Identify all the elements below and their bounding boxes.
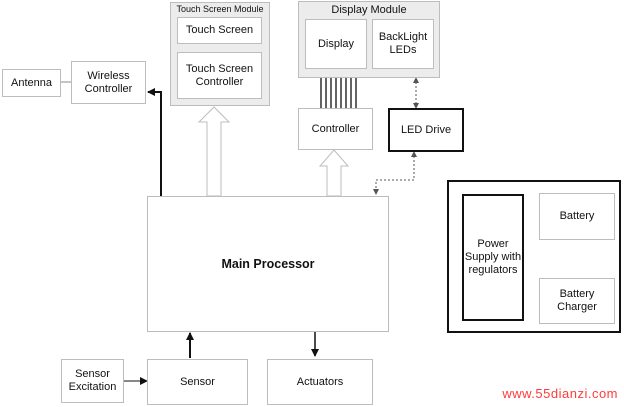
controller-label: Controller bbox=[311, 122, 360, 135]
touch-screen-label: Touch Screen bbox=[185, 24, 254, 36]
backlight-box: BackLight LEDs bbox=[372, 19, 434, 69]
display-module-title: Display Module bbox=[331, 4, 407, 16]
battery-box: Battery bbox=[539, 193, 615, 240]
wireless-controller-box: Wireless Controller bbox=[71, 61, 146, 104]
power-supply-box: Power Supply with regulators bbox=[462, 194, 524, 321]
touch-screen-box: Touch Screen bbox=[177, 17, 262, 44]
actuators-box: Actuators bbox=[267, 359, 373, 405]
processor-to-touch-hollow-arrow bbox=[197, 106, 231, 197]
processor-to-controller-hollow-arrow bbox=[318, 149, 350, 197]
backlight-label: BackLight LEDs bbox=[378, 31, 428, 56]
power-supply-label: Power Supply with regulators bbox=[464, 238, 522, 276]
touch-controller-label: Touch Screen Controller bbox=[185, 62, 254, 88]
battery-charger-box: Battery Charger bbox=[539, 278, 615, 324]
sensor-label: Sensor bbox=[180, 375, 215, 388]
led-drive-label: LED Drive bbox=[400, 123, 452, 136]
controller-box: Controller bbox=[298, 108, 373, 150]
touch-controller-box: Touch Screen Controller bbox=[177, 52, 262, 99]
main-processor-label: Main Processor bbox=[221, 256, 315, 271]
antenna-label: Antenna bbox=[11, 76, 52, 89]
led-to-processor-link bbox=[373, 151, 417, 195]
battery-label: Battery bbox=[559, 210, 595, 222]
display-box: Display bbox=[305, 19, 367, 69]
wireless-controller-label: Wireless Controller bbox=[84, 69, 133, 95]
controller-display-bus bbox=[320, 78, 357, 108]
processor-to-wireless-arrow bbox=[147, 88, 162, 196]
battery-charger-label: Battery Charger bbox=[557, 288, 597, 313]
led-drive-box: LED Drive bbox=[388, 108, 464, 152]
main-processor-box: Main Processor bbox=[147, 196, 389, 332]
watermark-text: www.55dianzi.com bbox=[502, 386, 618, 401]
touch-screen-module-title: Touch Screen Module bbox=[176, 4, 264, 14]
display-label: Display bbox=[317, 37, 355, 50]
antenna-box: Antenna bbox=[2, 69, 61, 97]
sensor-box: Sensor bbox=[147, 359, 248, 405]
sensor-excitation-box: Sensor Excitation bbox=[61, 359, 124, 403]
actuators-label: Actuators bbox=[296, 375, 344, 388]
sensor-excitation-label: Sensor Excitation bbox=[68, 368, 117, 393]
